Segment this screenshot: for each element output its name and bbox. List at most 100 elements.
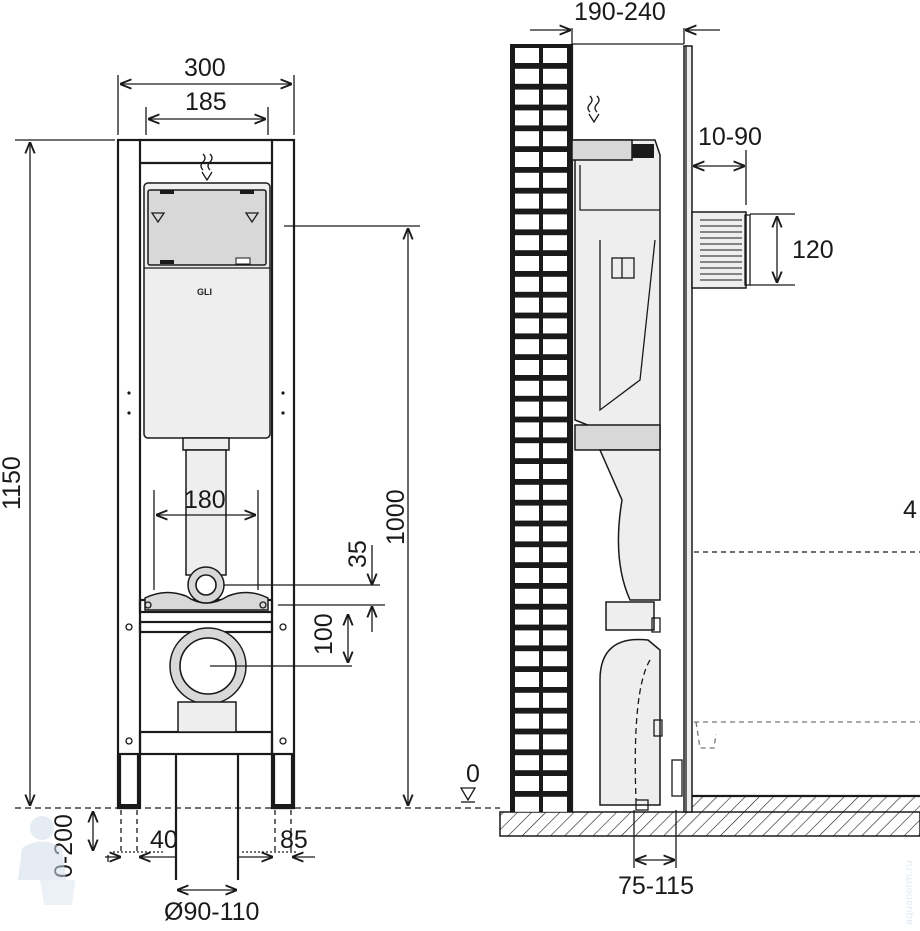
brick <box>515 464 539 479</box>
wall-bricks <box>515 48 567 812</box>
brick <box>515 568 539 583</box>
cistern: GLI <box>143 153 271 439</box>
brick <box>543 713 567 729</box>
watermark-text: aquanorm.ru <box>904 860 915 925</box>
brick <box>515 152 539 167</box>
dim-flush-offset: 35 <box>344 540 372 568</box>
dim-drain-pipe: Ø90-110 <box>164 898 259 926</box>
side-view: 190-240 10-90 120 75-115 4 <box>499 0 920 900</box>
dim-foot-left: 40 <box>150 826 178 854</box>
brick <box>543 193 567 209</box>
brick <box>543 68 567 84</box>
brick <box>543 651 567 667</box>
dim-outlet-offset: 100 <box>310 613 338 655</box>
brick <box>515 276 539 292</box>
dim-drain-offset: 75-115 <box>618 872 694 900</box>
brick <box>543 318 567 334</box>
brick <box>515 380 539 396</box>
floor-level-mark: 0 <box>466 760 480 788</box>
brick <box>515 422 539 438</box>
water-inlet-icon <box>588 113 600 124</box>
brick <box>543 464 567 479</box>
brick <box>543 484 567 500</box>
brick <box>543 380 567 396</box>
brick <box>515 401 539 417</box>
brick <box>515 484 539 500</box>
dim-frame-height: 1150 <box>0 456 26 510</box>
brick <box>515 297 539 313</box>
brick <box>543 734 567 750</box>
brick <box>515 692 539 708</box>
brick <box>515 235 539 251</box>
brick <box>515 68 539 84</box>
brick <box>543 401 567 417</box>
dim-frame-width: 300 <box>184 54 226 82</box>
dim-flush-plate: 120 <box>792 236 834 264</box>
brick <box>515 131 539 147</box>
brick <box>543 672 567 687</box>
brick <box>515 547 539 563</box>
bottom-crossbar <box>138 730 274 756</box>
brick <box>543 568 567 583</box>
front-panel <box>683 45 693 813</box>
flush-mechanism-panel <box>147 189 267 266</box>
front-view: GLI <box>0 54 500 926</box>
dim-cistern-top-height: 1000 <box>382 489 410 545</box>
right-frame-post <box>270 138 296 810</box>
brick <box>543 755 567 771</box>
brick <box>515 360 539 375</box>
cut-label: 4 <box>903 496 917 524</box>
dim-panel-gap: 10-90 <box>698 123 762 151</box>
dim-bolt-spacing: 180 <box>184 486 226 514</box>
brick <box>515 651 539 667</box>
brick <box>515 713 539 729</box>
brick <box>543 214 567 230</box>
brand-logo: GLI <box>197 287 212 297</box>
brick <box>515 443 539 459</box>
floor-level-triangle-icon <box>459 787 477 802</box>
brick <box>543 235 567 251</box>
brick <box>543 588 567 604</box>
water-inlet-icon <box>201 171 213 182</box>
brick <box>543 443 567 459</box>
brick <box>515 318 539 334</box>
brick <box>515 609 539 625</box>
brick <box>543 776 567 791</box>
brick <box>543 276 567 292</box>
brick <box>515 734 539 750</box>
brick <box>515 505 539 521</box>
brick <box>515 526 539 542</box>
dim-frame-inner-width: 185 <box>185 88 227 116</box>
brick <box>515 796 539 812</box>
brick <box>515 339 539 355</box>
brick <box>543 339 567 355</box>
left-frame-post <box>116 138 142 810</box>
brick <box>543 526 567 542</box>
brick <box>543 505 567 521</box>
brick <box>515 214 539 230</box>
brick <box>543 796 567 812</box>
brick <box>515 110 539 126</box>
front-dimensions <box>15 75 500 890</box>
brick <box>543 422 567 438</box>
floor-slab <box>499 811 920 837</box>
brick <box>515 776 539 791</box>
brick <box>543 89 567 105</box>
dim-wall-depth: 190-240 <box>574 0 666 26</box>
brick <box>543 172 567 188</box>
brick <box>515 755 539 771</box>
brick <box>515 193 539 209</box>
brick <box>515 256 539 271</box>
brick <box>543 110 567 126</box>
watermark-logo: aquanorm.ru <box>18 816 915 925</box>
brick <box>543 692 567 708</box>
brick <box>515 172 539 188</box>
brick <box>515 672 539 687</box>
brick <box>543 131 567 147</box>
brick <box>515 588 539 604</box>
brick <box>515 48 539 63</box>
brick <box>543 547 567 563</box>
dim-foot-right: 85 <box>280 826 308 854</box>
brick <box>515 630 539 646</box>
